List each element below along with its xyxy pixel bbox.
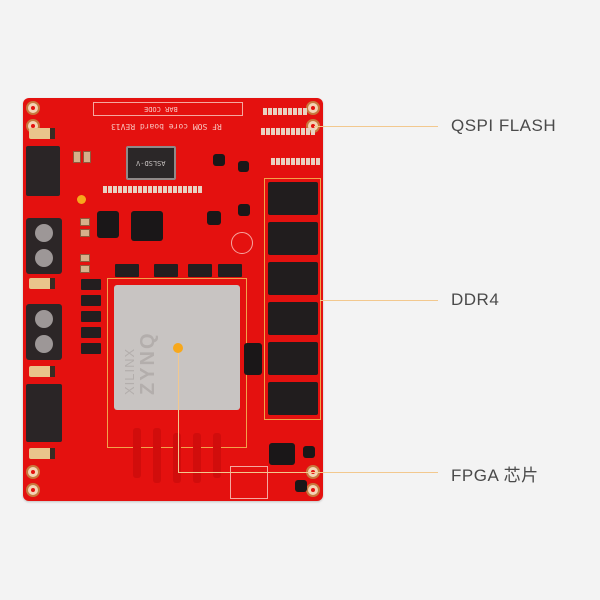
fpga-family: ZYNQ [137,331,159,395]
mounting-pad [26,101,40,115]
mounting-pad [306,101,320,115]
tantalum-capacitor [29,278,55,289]
resistor-array [261,128,315,135]
inductor-coil [35,224,53,242]
mosfet [81,343,101,354]
barcode-label: BAR CODE [144,105,178,113]
ddr4-label: DDR4 [451,290,500,309]
capacitor [83,151,91,163]
fpga-callout-dot [173,343,183,353]
mosfet [115,264,139,277]
mosfet [81,327,101,338]
mosfet [81,311,101,322]
trace [173,433,181,483]
inductor-block [26,304,62,360]
inductor-block [26,218,62,274]
barcode-area: BAR CODE [93,102,243,116]
ddr4-chip [268,262,318,295]
fpga-marking: XILINX ZYNQ [122,331,160,395]
silk-box [230,466,268,499]
capacitor [80,229,90,237]
crystal-oscillator: ASLSD-V [126,146,176,180]
resistor-array [271,158,320,165]
inductor-coil [35,310,53,328]
small-chip [213,154,225,166]
pcb-board: BAR CODE RF SOM core board REV13 ASLSD-V [23,98,323,501]
capacitor [80,265,90,273]
small-chip [295,480,307,492]
fpga-vendor: XILINX [122,347,137,395]
qfn-chip [131,211,163,241]
trace [153,428,161,483]
mosfet [154,264,178,277]
memory-chip [97,211,119,238]
power-module [26,384,62,442]
side-mosfet [244,343,262,375]
qspi-flash-label: QSPI FLASH [451,116,557,135]
ddr4-leader-line [320,300,438,301]
trace [193,433,201,483]
tantalum-capacitor [29,448,55,459]
ddr4-chip [268,222,318,255]
mounting-pad [26,483,40,497]
fpga-leader-line-vertical [178,350,179,472]
small-chip [238,161,249,172]
mosfet [81,295,101,306]
fiducial-ring [231,232,253,254]
resistor-array [263,108,307,115]
ddr4-chip [268,342,318,375]
inductor-coil [35,335,53,353]
fpga-chip-label: FPGA 芯片 [451,466,539,485]
callout-dot [77,195,86,204]
fpga-leader-line [178,472,438,473]
capacitor [80,218,90,226]
tantalum-capacitor [29,128,55,139]
mosfet [81,279,101,290]
mosfet [188,264,212,277]
connector-strip [103,186,202,193]
mounting-pad [26,465,40,479]
inductor-coil [35,249,53,267]
ddr4-chip [268,302,318,335]
small-chip [238,204,250,216]
crystal-marking: ASLSD-V [136,159,166,167]
small-chip [303,446,315,458]
trace [213,433,221,478]
capacitor [73,151,81,163]
qspi-leader-line [314,126,438,127]
mosfet [218,264,242,277]
tantalum-capacitor [29,366,55,377]
trace [133,428,141,478]
power-ic [269,443,295,465]
ddr4-chip [268,182,318,215]
power-module [26,146,60,196]
board-revision-text: RF SOM core board REV13 [111,122,222,131]
mounting-pad [306,483,320,497]
ddr4-outline [264,178,321,420]
capacitor [80,254,90,262]
small-chip [207,211,221,225]
ddr4-chip [268,382,318,415]
